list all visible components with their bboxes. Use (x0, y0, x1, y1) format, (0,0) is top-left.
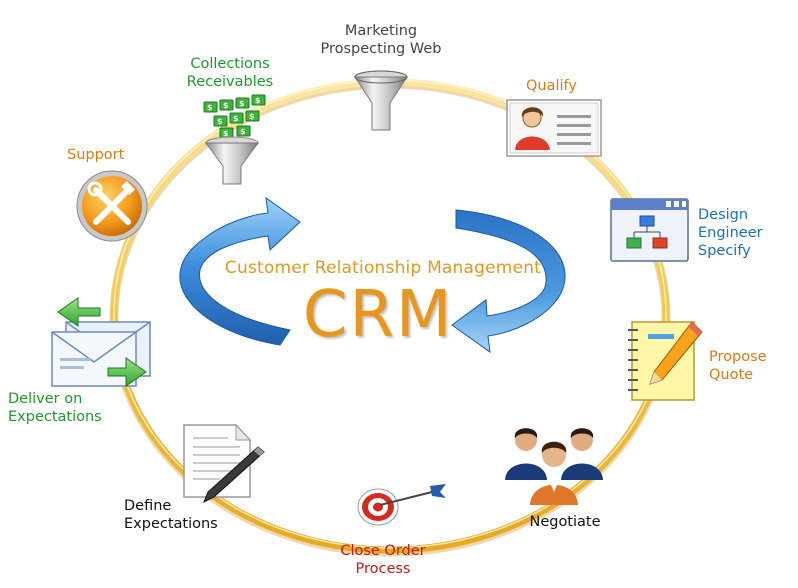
stage-label-line: Propose (709, 349, 767, 365)
people-group-icon (505, 428, 603, 505)
stage-label-line: Close Order (340, 543, 426, 559)
stage-label-line: Receivables (186, 74, 274, 90)
svg-text:$: $ (240, 127, 246, 136)
svg-text:$: $ (223, 129, 229, 138)
stage-label-qualify: Qualify (526, 77, 616, 95)
blue-arrow-bottom (451, 209, 566, 354)
target-dart-icon (357, 484, 446, 526)
stage-label-line: Qualify (526, 78, 577, 94)
stage-label-line: Engineer (698, 225, 763, 241)
stage-label-line: Prospecting Web (320, 41, 442, 57)
funnel-icon (354, 70, 408, 131)
money-funnel-icon: $$$$ $$$ $$ (203, 94, 266, 185)
flowchart-window-icon (610, 198, 689, 262)
svg-text:$: $ (217, 117, 223, 126)
stage-label-deliver: Deliver on Expectations (8, 390, 148, 426)
profile-card-icon (506, 99, 602, 157)
stage-label-line: Process (355, 561, 411, 577)
stage-label-line: Support (67, 147, 125, 163)
document-pen-icon (183, 423, 265, 504)
svg-text:$: $ (207, 103, 213, 112)
stage-label-line: Expectations (124, 516, 218, 532)
svg-text:$: $ (255, 96, 261, 105)
crm-subtitle: Customer Relationship Management (224, 258, 542, 278)
stage-label-line: Deliver on (8, 391, 83, 407)
tools-icon (76, 170, 148, 242)
crm-title: CRM (302, 278, 454, 352)
notepad-pencil-icon (628, 321, 703, 401)
stage-label-line: Quote (709, 367, 754, 383)
envelope-arrows-icon (51, 297, 151, 387)
stage-label-line: Marketing (344, 23, 418, 39)
stage-label-line: Define (124, 498, 172, 514)
stage-label-line: Collections (190, 56, 270, 72)
svg-text:$: $ (239, 99, 245, 108)
blue-arrow-top (179, 196, 301, 346)
stage-label-line: Negotiate (529, 514, 601, 530)
svg-text:$: $ (223, 101, 229, 110)
stage-label-support: Support (67, 146, 157, 164)
stage-label-line: Specify (698, 243, 751, 259)
svg-text:$: $ (249, 112, 255, 121)
svg-text:$: $ (233, 114, 239, 123)
cycle-arrows (179, 196, 566, 354)
stage-label-line: Expectations (8, 409, 102, 425)
stage-label-line: Design (698, 207, 749, 223)
stage-label-negotiate: Negotiate (510, 513, 620, 531)
